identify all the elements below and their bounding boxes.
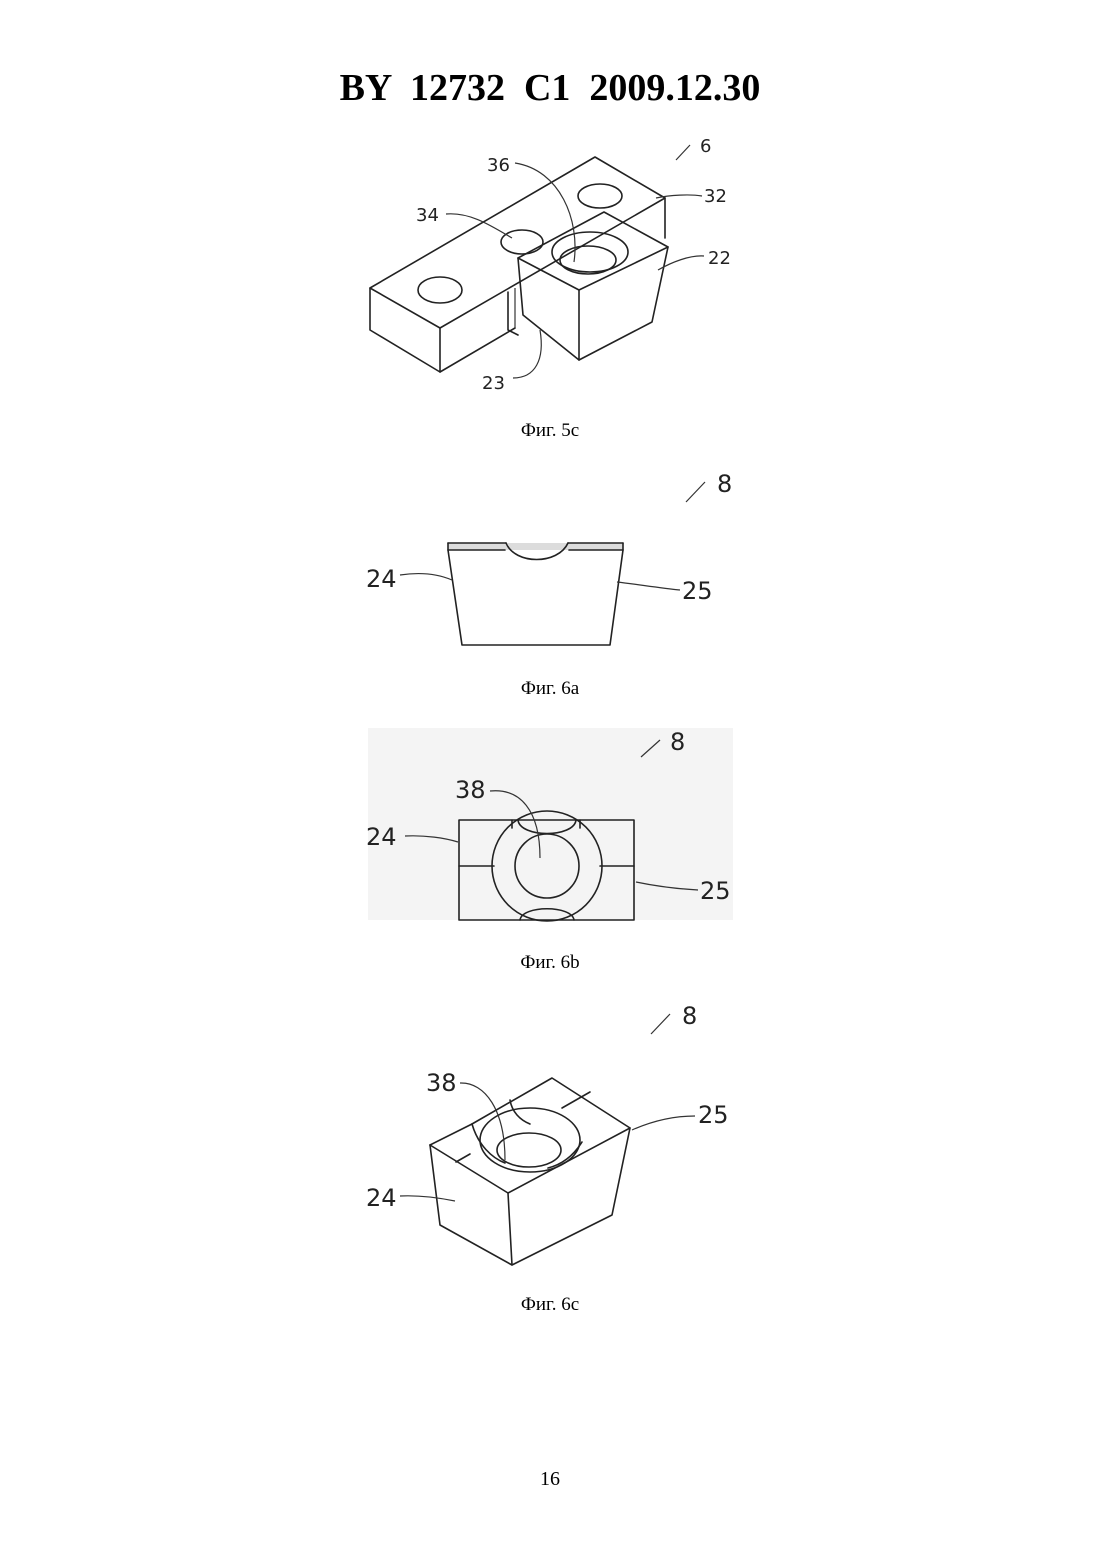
figure-6c-caption: Фиг. 6c — [0, 1294, 1100, 1316]
label-24: 24 — [366, 1184, 397, 1212]
figure-6c-drawing: 8 38 25 24 — [0, 0, 1100, 1290]
label-8: 8 — [682, 1002, 697, 1030]
label-25: 25 — [698, 1101, 729, 1129]
label-38: 38 — [426, 1069, 457, 1097]
page-number: 16 — [0, 1468, 1100, 1491]
